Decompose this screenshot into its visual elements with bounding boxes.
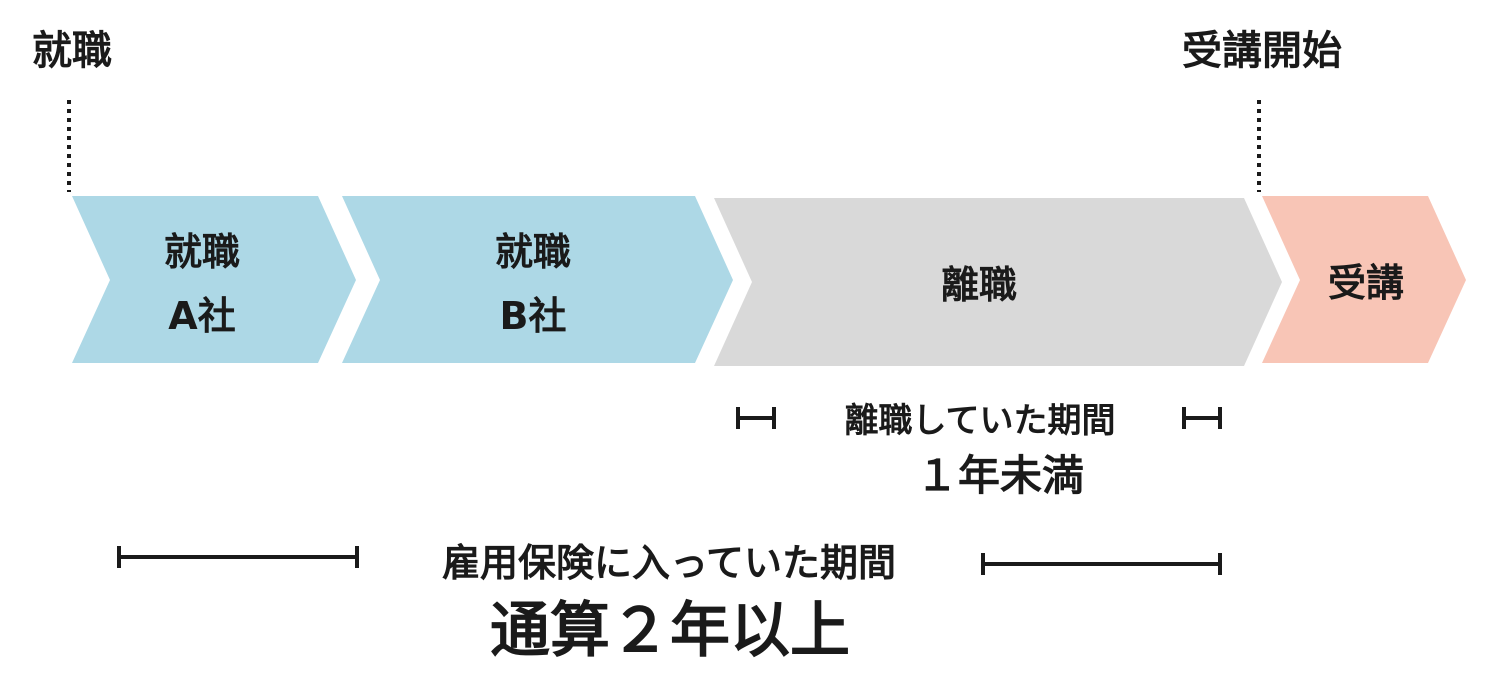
stage-separation-label: 離職 xyxy=(941,263,1017,307)
stage-separation-arrow xyxy=(714,198,1282,366)
start-marker-label: 就職 xyxy=(32,28,112,74)
stage-company-b-line2: B社 xyxy=(500,294,567,338)
stage-company-a-line2: A社 xyxy=(168,294,235,338)
separation-period-value: １年未満 xyxy=(916,451,1084,500)
stage-course: 受講 xyxy=(1262,196,1466,363)
stage-course-arrow xyxy=(1262,196,1466,363)
insurance-bracket xyxy=(117,546,1222,575)
insurance-period-value: 通算２年以上 xyxy=(490,596,850,666)
stage-company-a-arrow xyxy=(72,196,356,363)
stage-course-label: 受講 xyxy=(1328,261,1404,305)
stage-company-a: 就職 A社 xyxy=(72,196,356,363)
stage-separation: 離職 xyxy=(714,198,1282,366)
stage-company-b: 就職 B社 xyxy=(342,196,733,363)
stage-company-b-line1: 就職 xyxy=(495,230,571,274)
stage-company-a-line1: 就職 xyxy=(164,230,240,274)
separation-period-label: 離職していた期間 xyxy=(845,401,1116,441)
separation-bracket xyxy=(736,407,1222,429)
insurance-period-label: 雇用保険に入っていた期間 xyxy=(442,541,896,585)
stage-company-b-arrow xyxy=(342,196,733,363)
end-marker-label: 受講開始 xyxy=(1182,28,1342,74)
